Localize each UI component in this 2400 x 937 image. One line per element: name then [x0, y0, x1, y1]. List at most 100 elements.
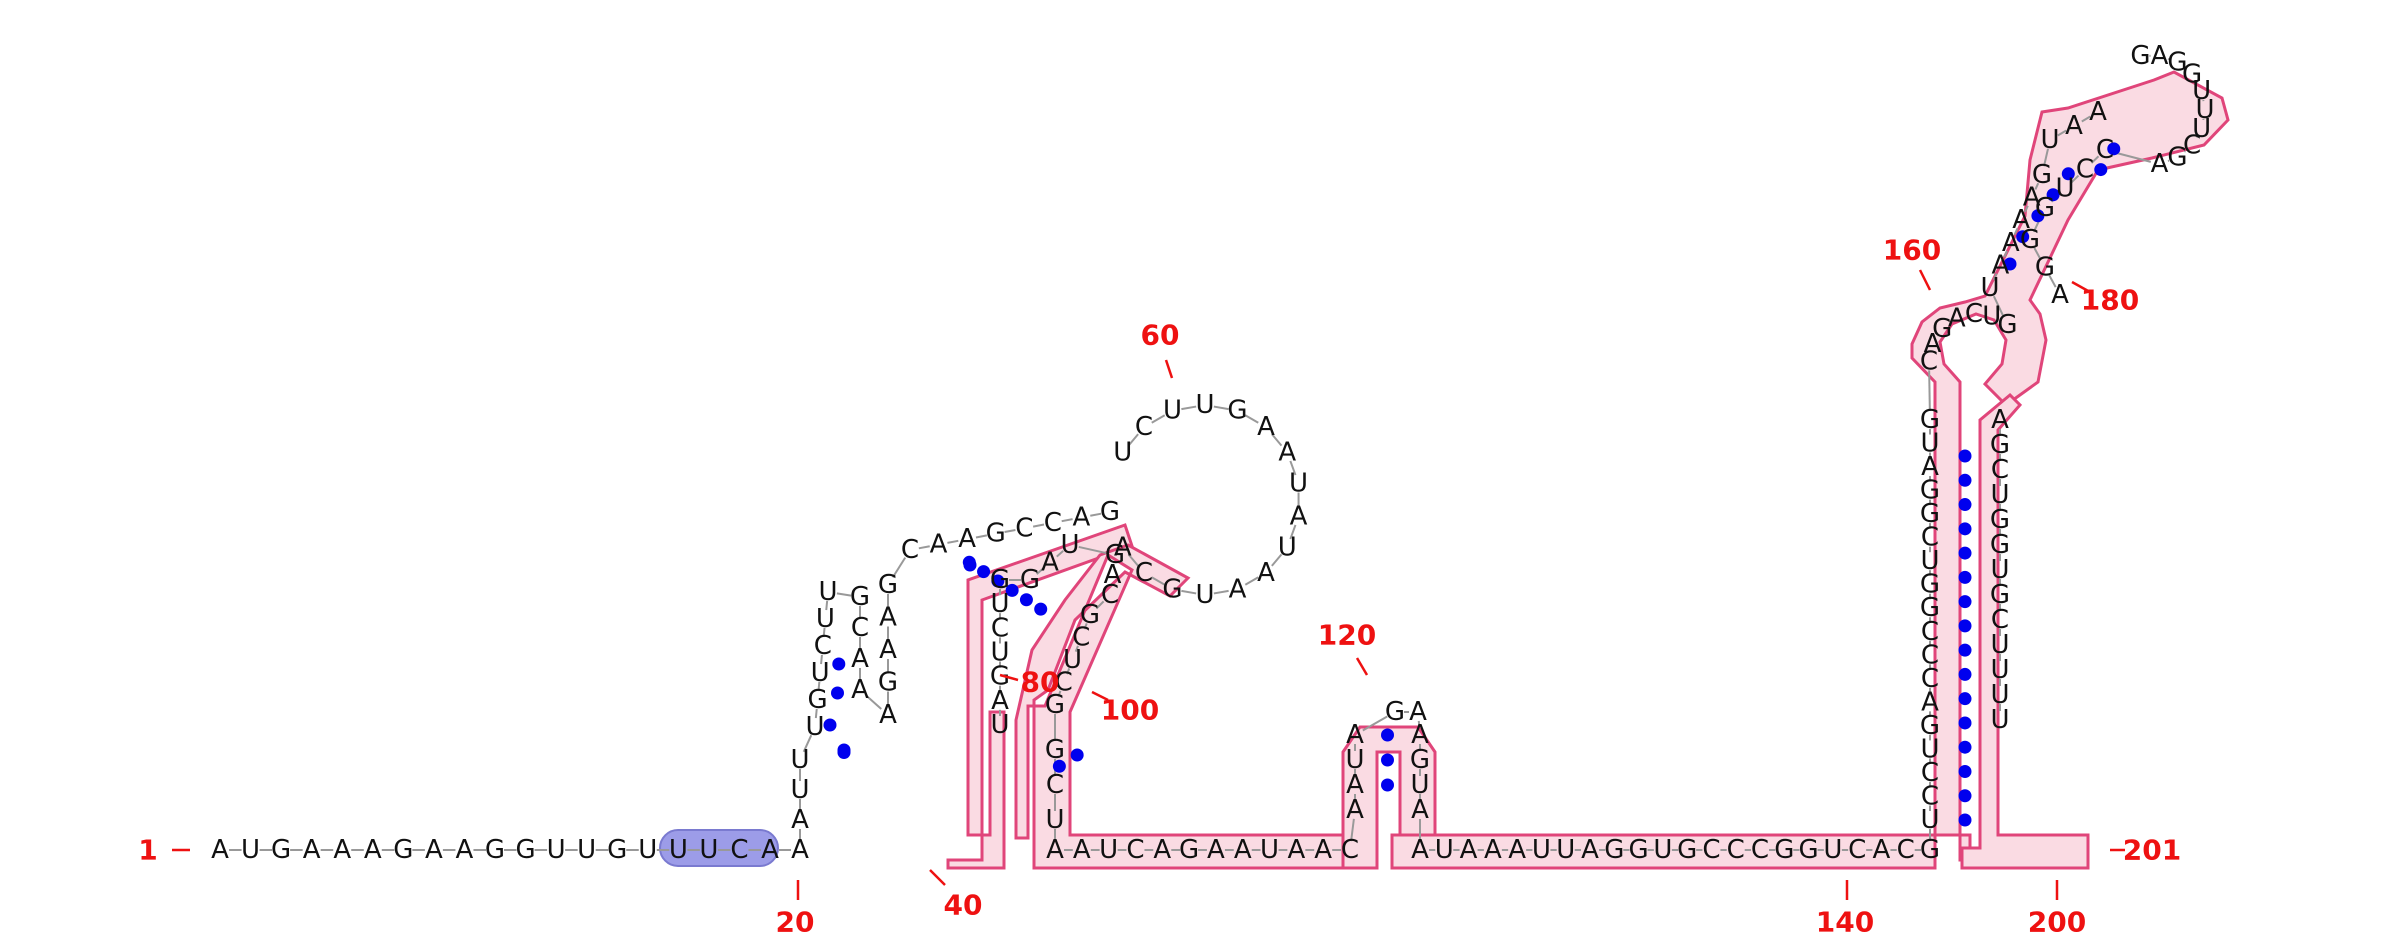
nucleotide: A	[2065, 111, 2083, 141]
backbone-link	[802, 734, 813, 753]
backbone-link	[1151, 576, 1166, 586]
nucleotide: U	[638, 835, 657, 865]
nucleotide: A	[1409, 697, 1427, 727]
nucleotide: A	[879, 603, 897, 633]
nucleotide: G	[1410, 745, 1430, 775]
nucleotide: U	[1920, 805, 1939, 835]
nucleotide: G	[1227, 396, 1247, 426]
nucleotide: C	[1897, 835, 1915, 865]
numbering-label: 60	[1141, 319, 1180, 352]
motif-highlight	[659, 829, 779, 867]
nucleotide: C	[1126, 835, 1144, 865]
nucleotide: G	[1798, 835, 1818, 865]
base-pair-dot	[1958, 498, 1972, 512]
nucleotide: A	[1508, 835, 1526, 865]
backbone-link	[1061, 518, 1073, 523]
helix-region-3prime-tail	[1960, 392, 2090, 870]
backbone-link	[1127, 433, 1139, 447]
nucleotide: G	[1920, 570, 1940, 600]
nucleotide: A	[1257, 412, 1275, 442]
nucleotide: C	[1921, 781, 1939, 811]
nucleotide: A	[1346, 770, 1364, 800]
nucleotide: C	[1055, 668, 1073, 698]
nucleotide: A	[1114, 533, 1132, 563]
nucleotide: U	[790, 745, 809, 775]
nucleotide: U	[1990, 630, 2009, 660]
numbering-label: 1	[138, 834, 157, 867]
base-pair-dot	[2003, 257, 2017, 271]
nucleotide: A	[1411, 795, 1429, 825]
base-pair-dot	[977, 565, 991, 579]
numbering-tick	[2071, 280, 2091, 294]
backbone-link	[1928, 370, 1931, 412]
nucleotide: U	[818, 577, 837, 607]
backbone-link	[1057, 690, 1062, 697]
nucleotide: A	[791, 835, 809, 865]
nucleotide: C	[1848, 835, 1866, 865]
backbone-link	[1992, 273, 1998, 281]
nucleotide: U	[1195, 580, 1214, 610]
backbone	[229, 54, 2205, 851]
nucleotide: U	[1410, 770, 1429, 800]
base-pair-dot	[2061, 167, 2075, 181]
nucleotide: U	[1920, 429, 1939, 459]
nucleotide: G	[1920, 476, 1940, 506]
backbone-link	[1078, 545, 1107, 555]
nucleotide: A	[1581, 835, 1599, 865]
nucleotide: U	[1260, 835, 1279, 865]
backbone-link	[822, 627, 826, 638]
nucleotide: A	[879, 700, 897, 730]
backbone-link	[1271, 553, 1283, 567]
nucleotide: G	[986, 519, 1006, 549]
highlight-regions	[659, 70, 2230, 870]
backbone-link	[1271, 433, 1283, 447]
backbone-link	[1151, 414, 1166, 424]
nucleotide: A	[2089, 97, 2107, 127]
nucleotide: G	[990, 662, 1010, 692]
nucleotide: C	[1921, 758, 1939, 788]
nucleotide: C	[991, 613, 1009, 643]
nucleotide: A	[1314, 835, 1332, 865]
backbone-link	[1213, 589, 1229, 595]
nucleotide: C	[1015, 513, 1033, 543]
nucleotide: U	[816, 604, 835, 634]
nucleotide: A	[851, 644, 869, 674]
nucleotide: A	[2051, 280, 2069, 310]
nucleotide: U	[1195, 390, 1214, 420]
backbone-link	[817, 681, 821, 692]
base-pair-dot	[1958, 740, 1972, 754]
base-pair-dot	[1381, 753, 1394, 767]
backbone-link	[1350, 818, 1355, 842]
backbone-link	[1289, 524, 1297, 540]
nucleotide: G	[515, 835, 535, 865]
numbering-label: 100	[1101, 694, 1159, 727]
nucleotide: G	[2035, 253, 2055, 283]
nucleotide: A	[958, 524, 976, 554]
nucleotide: U	[1920, 734, 1939, 764]
nucleotide: G	[1990, 580, 2010, 610]
nucleotide: U	[1345, 745, 1364, 775]
nucleotide: G	[2032, 160, 2052, 190]
backbone-link	[2183, 150, 2186, 153]
nucleotide: G	[1080, 600, 1100, 630]
nucleotide: G	[1162, 574, 1182, 604]
nucleotide: G	[1990, 505, 2010, 535]
nucleotide: C	[1921, 523, 1939, 553]
nucleotide: U	[1990, 555, 2009, 585]
base-pair-dot	[2016, 230, 2030, 244]
base-pairs	[823, 142, 2121, 827]
nucleotide: A	[1046, 835, 1064, 865]
nucleotide: U	[1099, 835, 1118, 865]
base-pair-dot	[832, 657, 846, 671]
nucleotide: G	[2020, 225, 2040, 255]
backbone-link	[1289, 460, 1297, 476]
backbone-link	[1244, 414, 1259, 424]
nucleotide: G	[1604, 835, 1624, 865]
nucleotide: A	[456, 835, 474, 865]
nucleotide: A	[1991, 405, 2009, 435]
numbering-label: 200	[2028, 906, 2086, 937]
base-pair-dot	[2094, 163, 2108, 177]
base-pair-dot	[1019, 593, 1033, 607]
backbone-link	[975, 534, 988, 539]
nucleotide: U	[1113, 438, 1132, 468]
